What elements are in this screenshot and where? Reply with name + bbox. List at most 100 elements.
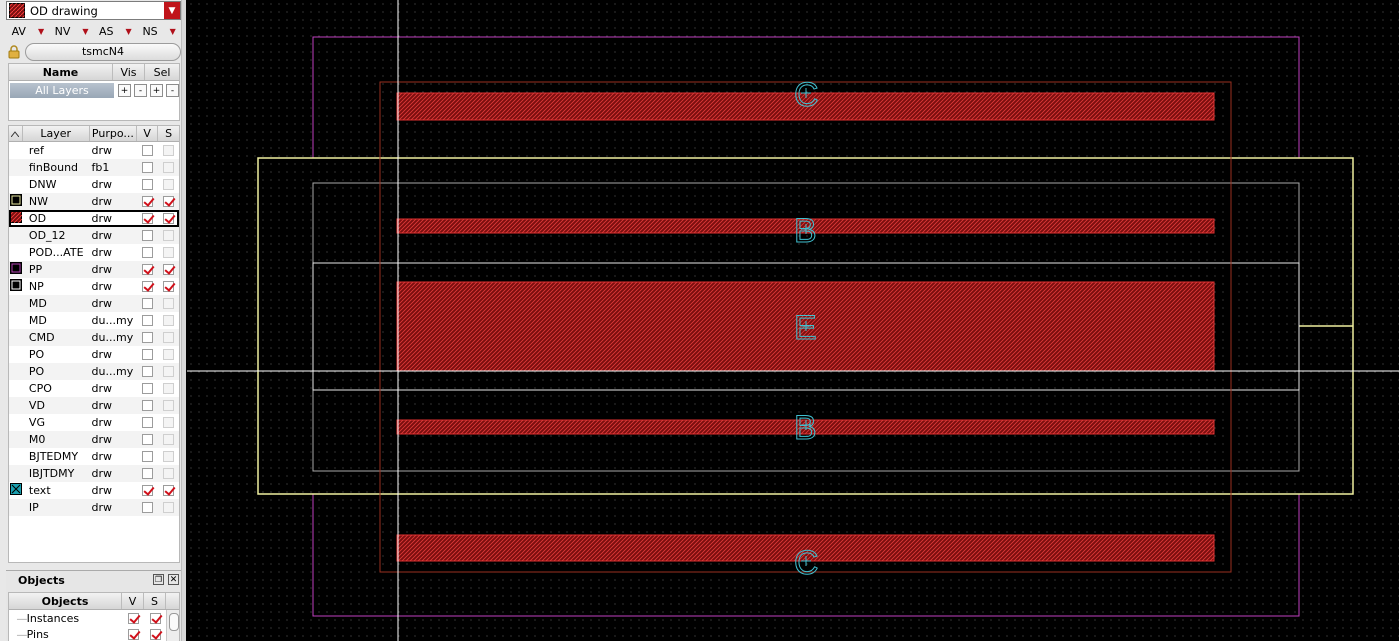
text-swatch-icon[interactable] (9, 483, 22, 498)
layer-selectable-checkbox[interactable] (163, 349, 175, 360)
layer-visible-checkbox[interactable] (142, 196, 154, 207)
layer-visible-checkbox[interactable] (142, 383, 154, 394)
layout-canvas[interactable]: C B E B C (187, 0, 1399, 641)
objects-header[interactable]: Objects (9, 593, 122, 609)
layer-selectable-checkbox[interactable] (163, 417, 175, 428)
instances-visible-checkbox[interactable] (127, 612, 139, 624)
layer-selectable-checkbox[interactable] (163, 468, 175, 479)
close-icon[interactable]: ✕ (168, 574, 179, 585)
sel-minus-button[interactable]: - (166, 84, 179, 97)
sort-icon[interactable] (9, 126, 23, 141)
objects-s-header[interactable]: S (144, 593, 166, 609)
layer-visible-checkbox[interactable] (142, 332, 154, 343)
vis-plus-button[interactable]: + (118, 84, 131, 97)
layer-selectable-checkbox[interactable] (163, 179, 175, 190)
layer-visible-checkbox[interactable] (142, 264, 154, 275)
vis-minus-button[interactable]: - (134, 84, 147, 97)
pin-label-e[interactable]: E (794, 309, 818, 348)
lock-icon[interactable] (6, 43, 22, 60)
purpose-header[interactable]: Purpo... (90, 126, 138, 141)
layer-header[interactable]: Layer (23, 126, 90, 141)
layer-visible-checkbox[interactable] (142, 366, 154, 377)
pin-label-c-bottom[interactable]: C (794, 544, 820, 583)
object-row-instances[interactable]: Instances (9, 610, 179, 626)
current-layer-selector[interactable]: OD drawing ▼ (6, 1, 181, 20)
sets-vis-header[interactable]: Vis (113, 64, 145, 80)
object-row-pins[interactable]: Pins (9, 626, 179, 641)
layer-visible-checkbox[interactable] (142, 230, 154, 241)
layer-swatch-icon[interactable] (9, 279, 22, 294)
layer-visible-checkbox[interactable] (142, 451, 154, 462)
layer-selectable-checkbox[interactable] (163, 230, 175, 241)
layer-selectable-checkbox[interactable] (163, 434, 175, 445)
layer-visible-checkbox[interactable] (142, 468, 154, 479)
layer-selectable-checkbox[interactable] (163, 315, 175, 326)
layer-selectable-checkbox[interactable] (163, 332, 175, 343)
layer-visible-checkbox[interactable] (142, 485, 154, 496)
layer-swatch-icon[interactable] (9, 262, 22, 277)
filter-nv[interactable]: NV▼ (54, 24, 89, 38)
layer-selectable-checkbox[interactable] (163, 162, 175, 173)
layer-selectable-checkbox[interactable] (163, 213, 175, 224)
layer-visible-checkbox[interactable] (142, 247, 154, 258)
library-button[interactable]: tsmcN4 (25, 42, 181, 61)
pins-selectable-checkbox[interactable] (149, 628, 161, 640)
visible-header[interactable]: V (137, 126, 159, 141)
panel-splitter[interactable] (181, 0, 186, 641)
instances-selectable-checkbox[interactable] (149, 612, 161, 624)
chevron-down-icon[interactable]: ▼ (164, 2, 180, 19)
layer-selectable-checkbox[interactable] (163, 298, 175, 309)
sel-plus-button[interactable]: + (150, 84, 163, 97)
pin-label-b-bottom[interactable]: B (794, 409, 818, 448)
layer-selectable-checkbox[interactable] (163, 247, 175, 258)
layer-visible-checkbox[interactable] (142, 400, 154, 411)
sets-sel-header[interactable]: Sel (153, 65, 171, 79)
all-layers-set[interactable]: All Layers (10, 83, 114, 98)
pin-label-b-top[interactable]: B (794, 212, 818, 251)
layer-visible-checkbox[interactable] (142, 417, 154, 428)
filter-as[interactable]: AS▼ (99, 24, 132, 38)
layer-visible-checkbox[interactable] (142, 502, 154, 513)
layer-selectable-checkbox[interactable] (163, 196, 175, 207)
layer-visible-checkbox[interactable] (142, 315, 154, 326)
layer-visible-checkbox[interactable] (142, 179, 154, 190)
layer-visible-checkbox[interactable] (142, 162, 154, 173)
layer-visible-checkbox[interactable] (142, 145, 154, 156)
pin-label-c-top[interactable]: C (794, 76, 820, 115)
selectable-header[interactable]: S (165, 127, 173, 140)
layer-selectable-checkbox[interactable] (163, 264, 175, 275)
objects-v-header[interactable]: V (122, 593, 144, 609)
layer-visible-checkbox[interactable] (142, 281, 154, 292)
filter-ns[interactable]: NS▼ (142, 24, 176, 38)
layer-visible-checkbox[interactable] (142, 434, 154, 445)
layer-visible-checkbox[interactable] (142, 213, 154, 224)
objects-scrollbar[interactable] (166, 610, 179, 641)
od-hatch-swatch-icon[interactable] (9, 210, 23, 226)
layer-selectable-checkbox[interactable] (163, 366, 175, 377)
pins-visible-checkbox[interactable] (127, 628, 139, 640)
layer-selectable-checkbox[interactable] (163, 451, 175, 462)
layer-selectable-checkbox[interactable] (163, 145, 175, 156)
layer-selectable-checkbox[interactable] (163, 485, 175, 496)
layer-visible-checkbox[interactable] (142, 349, 154, 360)
np-outline-emitter[interactable] (312, 262, 1300, 391)
